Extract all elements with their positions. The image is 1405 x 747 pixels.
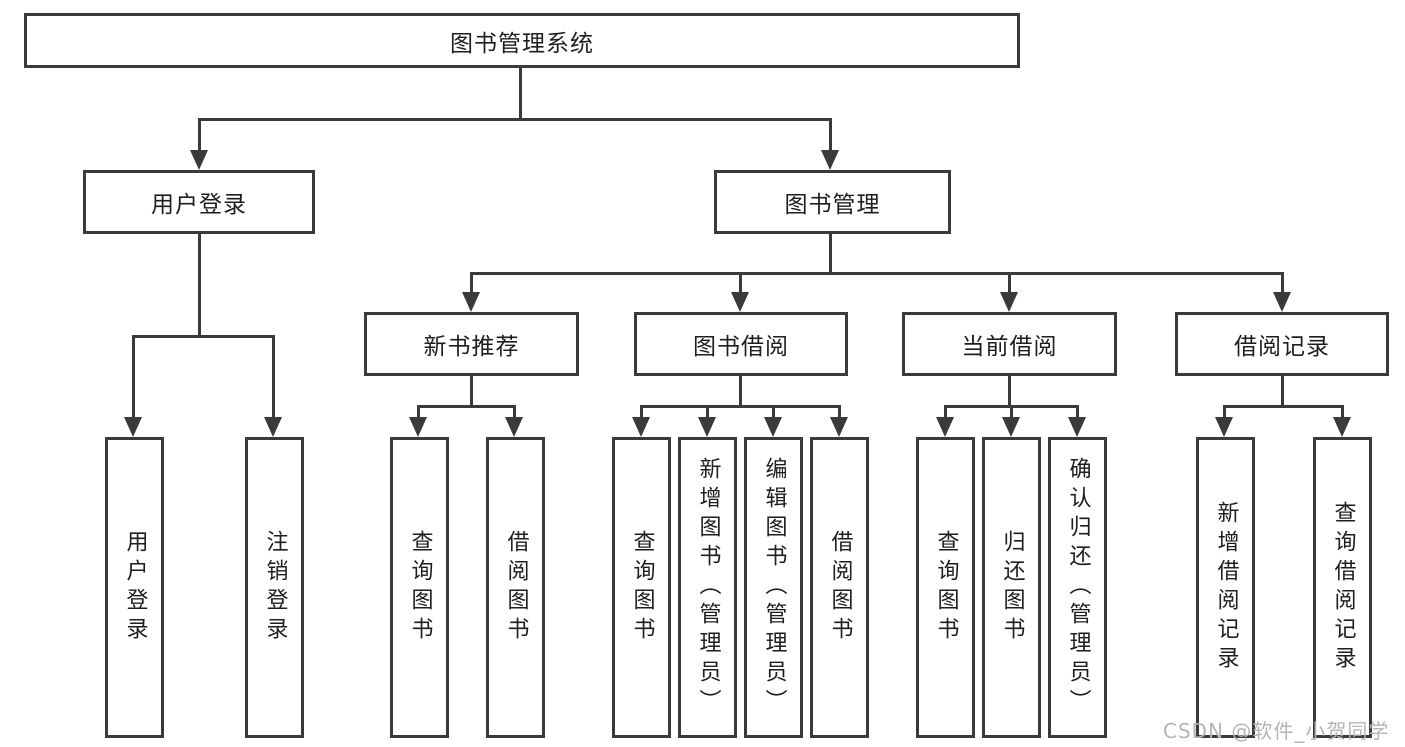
node-label: 图书管理系统 — [450, 30, 594, 57]
connector-hline — [198, 118, 832, 121]
node-label: 借阅记录 — [1234, 334, 1330, 360]
leaf-borrow-books: 借阅图书 — [810, 437, 869, 738]
leaf-add-books-admin: 新增图书（管理员） — [678, 437, 737, 738]
arrowhead-down-icon — [821, 150, 839, 170]
node-label: 图书管理 — [784, 192, 881, 218]
arrowhead-down-icon — [698, 417, 716, 437]
node-label: 注销登录 — [262, 529, 288, 646]
node-label: 确认归还（管理员） — [1065, 457, 1091, 718]
connector-vline — [1223, 405, 1226, 419]
leaf-query-books-current: 查询图书 — [916, 437, 975, 738]
arrowhead-down-icon — [830, 417, 848, 437]
connector-vline — [1008, 272, 1011, 294]
node-label: 新增借阅记录 — [1213, 500, 1239, 675]
arrowhead-down-icon — [124, 417, 142, 437]
connector-vline — [944, 405, 947, 419]
connector-vline — [132, 335, 135, 417]
connector-vline — [829, 234, 832, 272]
node-label: 归还图书 — [999, 529, 1025, 646]
connector-vline — [417, 405, 420, 419]
connector-hline — [640, 405, 841, 408]
connector-vline — [838, 405, 841, 419]
node-label: 新增图书（管理员） — [695, 457, 721, 718]
arrowhead-down-icon — [505, 417, 523, 437]
connector-vline — [739, 272, 742, 294]
connector-vline — [640, 405, 643, 419]
leaf-add-borrow-record: 新增借阅记录 — [1196, 437, 1255, 738]
node-borrowing-records: 借阅记录 — [1175, 312, 1389, 376]
node-label: 查询借阅记录 — [1330, 500, 1356, 675]
connector-vline — [470, 272, 473, 294]
node-label: 新书推荐 — [423, 334, 520, 360]
leaf-edit-books-admin: 编辑图书（管理员） — [744, 437, 803, 738]
arrowhead-down-icon — [1068, 417, 1086, 437]
leaf-borrow-books-recommend: 借阅图书 — [486, 437, 545, 738]
arrowhead-down-icon — [264, 417, 282, 437]
leaf-confirm-return-admin: 确认归还（管理员） — [1048, 437, 1107, 738]
arrowhead-down-icon — [190, 150, 208, 170]
node-label: 用户登录 — [122, 529, 148, 646]
connector-vline — [513, 405, 516, 419]
connector-vline — [198, 118, 201, 152]
connector-vline — [1281, 376, 1284, 405]
node-label: 查询图书 — [407, 529, 433, 646]
node-label: 用户登录 — [151, 192, 247, 218]
node-user-login: 用户登录 — [83, 170, 315, 234]
node-label: 当前借阅 — [961, 334, 1058, 360]
arrowhead-down-icon — [462, 292, 480, 312]
arrowhead-down-icon — [1273, 292, 1291, 312]
node-label: 借阅图书 — [503, 529, 529, 646]
arrowhead-down-icon — [764, 417, 782, 437]
arrowhead-down-icon — [731, 292, 749, 312]
connector-vline — [1341, 405, 1344, 419]
leaf-query-borrow-record: 查询借阅记录 — [1313, 437, 1372, 738]
connector-vline — [1010, 405, 1013, 419]
node-label: 图书借阅 — [693, 334, 789, 360]
connector-hline — [470, 272, 1284, 275]
node-label: 查询图书 — [629, 529, 655, 646]
connector-vline — [198, 234, 201, 335]
node-library-management-system: 图书管理系统 — [24, 13, 1020, 68]
leaf-query-books-borrow: 查询图书 — [612, 437, 671, 738]
node-current-borrowing: 当前借阅 — [902, 312, 1117, 376]
node-new-book-recommendation: 新书推荐 — [364, 312, 579, 376]
leaf-return-books: 归还图书 — [982, 437, 1041, 738]
leaf-query-books-recommend: 查询图书 — [390, 437, 449, 738]
connector-vline — [519, 68, 522, 118]
connector-hline — [417, 405, 516, 408]
connector-vline — [1008, 376, 1011, 405]
connector-hline — [1223, 405, 1344, 408]
arrowhead-down-icon — [1000, 292, 1018, 312]
connector-vline — [272, 335, 275, 417]
connector-vline — [706, 405, 709, 419]
arrowhead-down-icon — [632, 417, 650, 437]
connector-vline — [829, 118, 832, 152]
connector-hline — [132, 335, 275, 338]
node-label: 借阅图书 — [827, 529, 853, 646]
arrowhead-down-icon — [1002, 417, 1020, 437]
csdn-watermark: CSDN @软件_小贺同学 — [1163, 719, 1390, 743]
connector-vline — [1281, 272, 1284, 294]
leaf-user-login: 用户登录 — [105, 437, 164, 738]
connector-vline — [772, 405, 775, 419]
node-book-borrowing: 图书借阅 — [634, 312, 848, 376]
connector-vline — [1076, 405, 1079, 419]
arrowhead-down-icon — [1215, 417, 1233, 437]
arrowhead-down-icon — [409, 417, 427, 437]
leaf-logout: 注销登录 — [245, 437, 304, 738]
node-label: 查询图书 — [933, 529, 959, 646]
connector-vline — [739, 376, 742, 405]
arrowhead-down-icon — [936, 417, 954, 437]
connector-vline — [470, 376, 473, 405]
node-book-management: 图书管理 — [714, 170, 951, 234]
arrowhead-down-icon — [1333, 417, 1351, 437]
node-label: 编辑图书（管理员） — [761, 457, 787, 718]
